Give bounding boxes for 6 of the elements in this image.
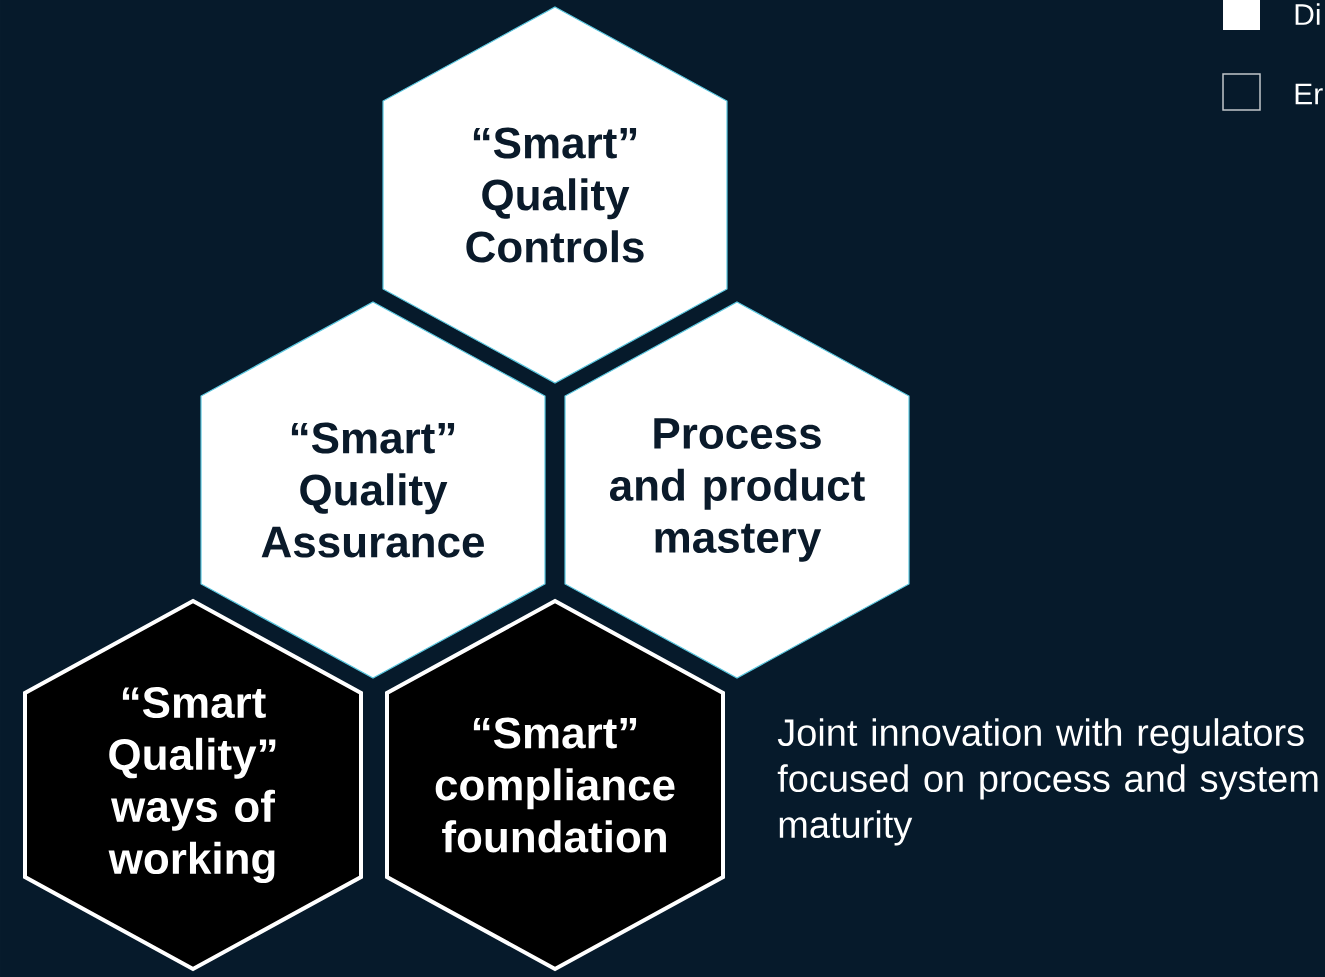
legend-text: Di — [1295, 3, 1320, 25]
hexagon: “Smart” Quality Controls — [382, 6, 728, 384]
hexagon: “Smart” Quality Assurance — [200, 301, 546, 679]
hexagon: Process and product mastery — [564, 301, 910, 679]
legend-text: Er — [1295, 83, 1323, 105]
note-text: Joint innovation with regulators focused on process and system maturity — [777, 718, 1318, 846]
